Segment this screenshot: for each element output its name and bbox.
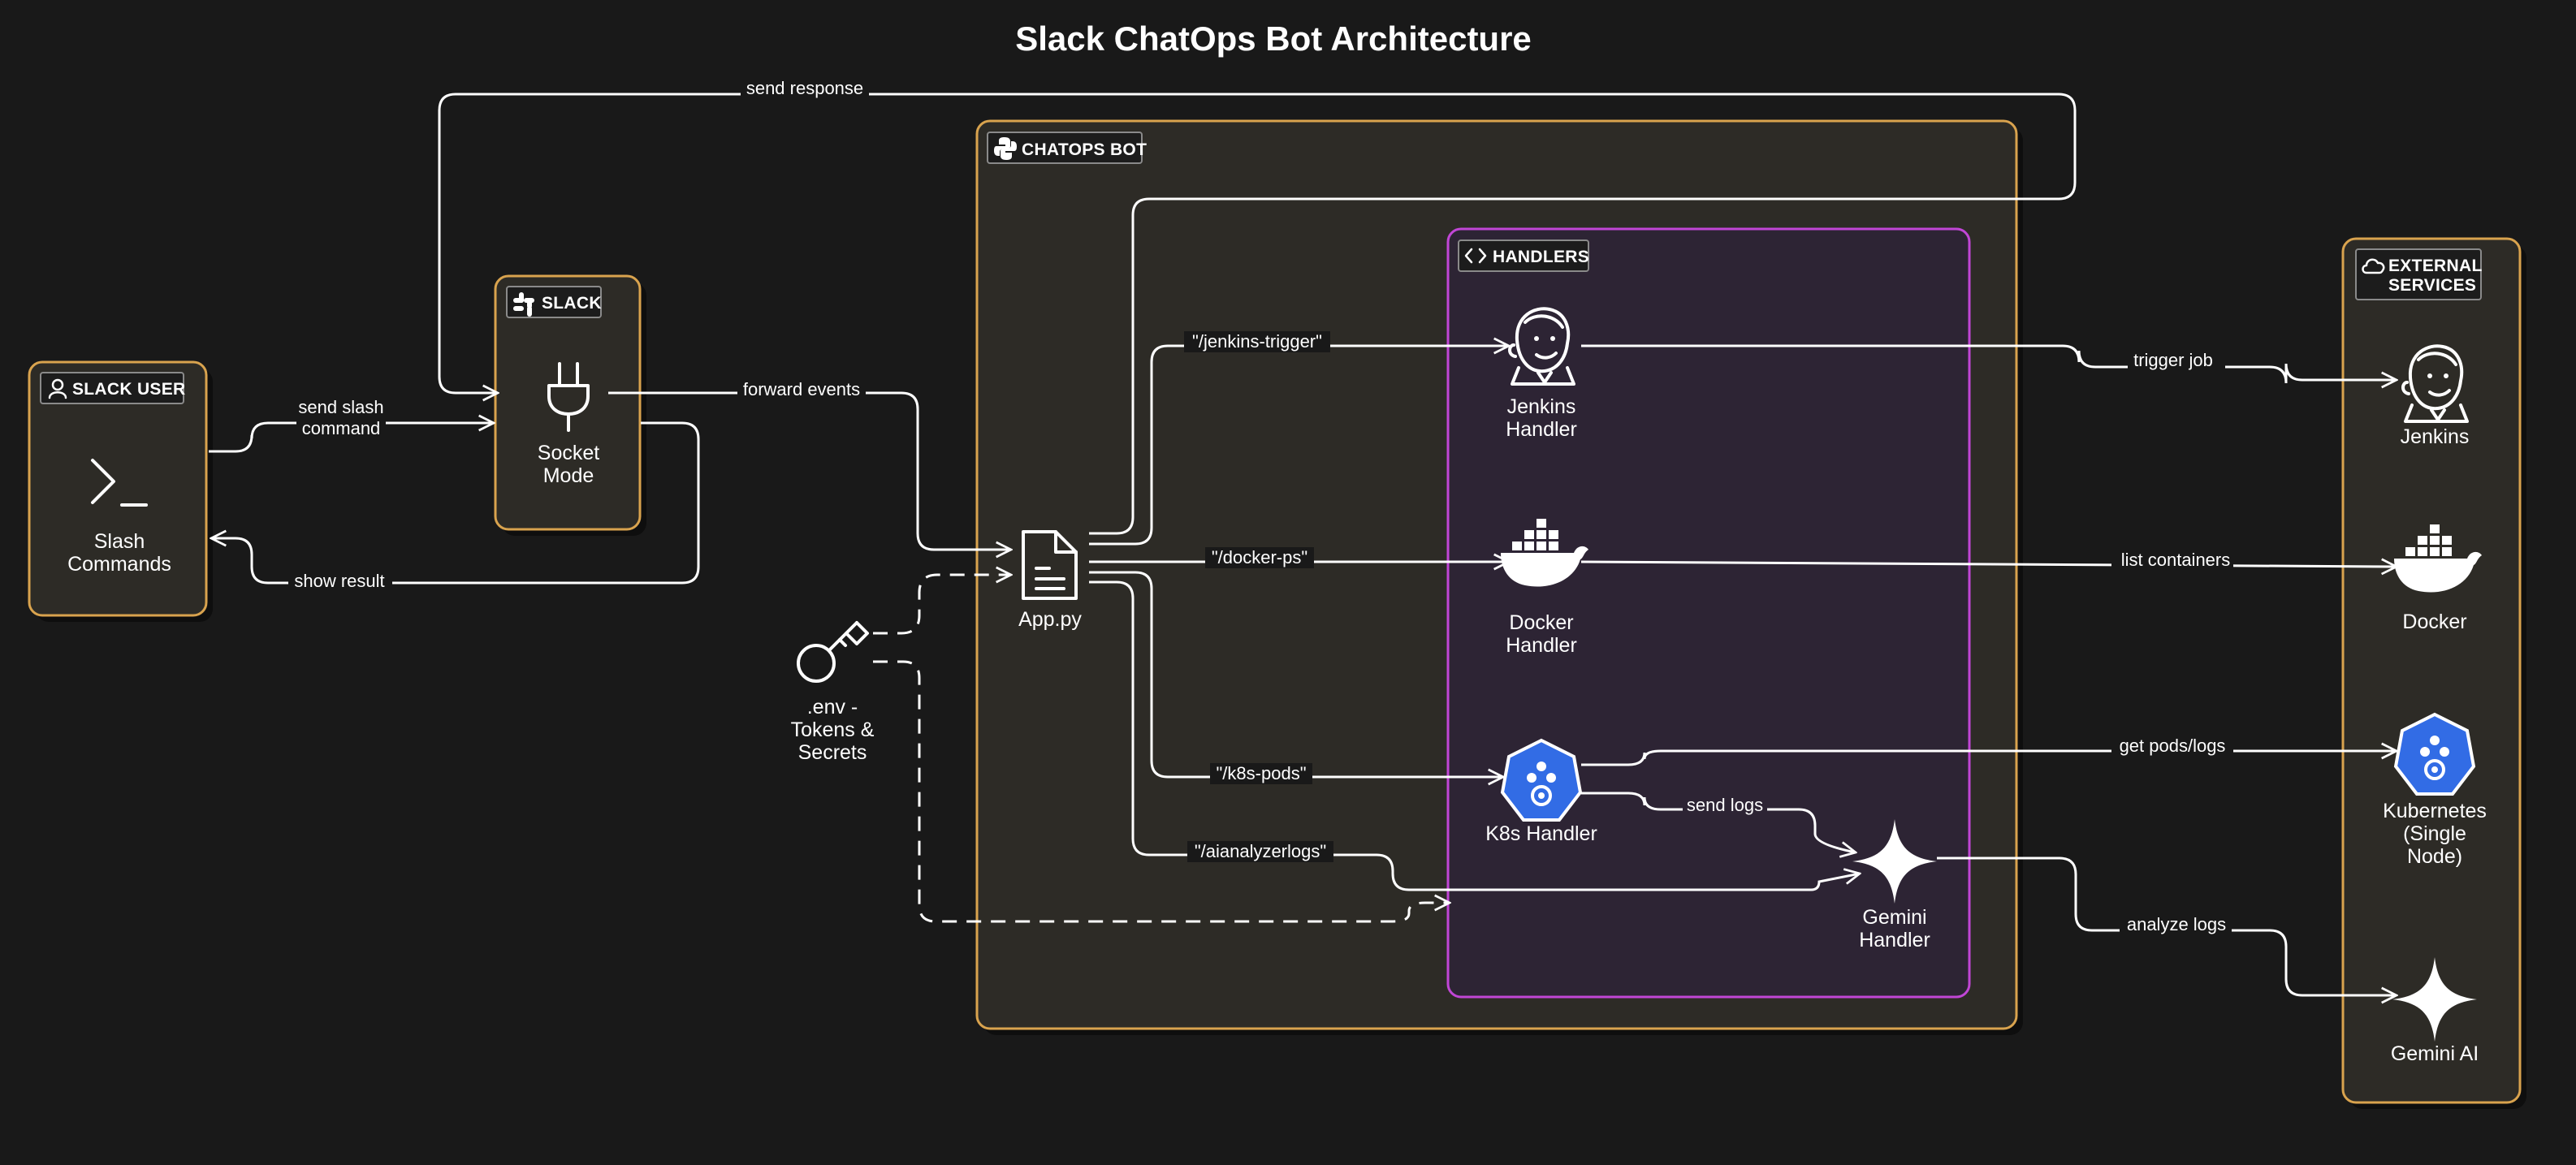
cloud-icon (2362, 258, 2385, 274)
cluster-slack: SLACK (494, 274, 646, 536)
edge-label-send-response: send response (746, 78, 863, 98)
node-docker-handler[interactable]: Docker Handler (1501, 519, 1588, 657)
node-label-app-py: App.py (1018, 608, 1082, 631)
docker-icon (1501, 519, 1588, 587)
edge-label-forward-events: forward events (743, 379, 860, 399)
edge-label-trigger-job: trigger job (2133, 350, 2213, 370)
node-gemini-ai[interactable]: Gemini AI (2391, 957, 2479, 1065)
cluster-handlers: HANDLERS (1446, 227, 1971, 999)
edge-label-aianalyzerlogs: "/aianalyzerlogs" (1195, 841, 1326, 861)
cluster-label-external-services-2: SERVICES (2388, 276, 2476, 295)
node-gemini-handler[interactable]: Gemini Handler (1852, 819, 1937, 951)
node-label-jenkins: Jenkins (2401, 425, 2470, 448)
node-label-jenkins-handler: Jenkins (1507, 395, 1576, 418)
edge-send-response (438, 93, 2077, 535)
code-icon (1464, 248, 1487, 264)
cluster-slack-user: SLACK USER (28, 360, 213, 622)
node-docker[interactable]: Docker (2394, 524, 2482, 633)
edge-label-get-pods-logs: get pods/logs (2120, 736, 2226, 756)
cluster-label-external-services: EXTERNAL (2388, 257, 2483, 275)
gemini-icon (1852, 819, 1937, 904)
node-label-slash-commands-2: Commands (67, 553, 171, 576)
node-label-docker-handler: Docker (1509, 611, 1573, 634)
edge-label-list-containers: list containers (2121, 550, 2231, 570)
edge-env-to-app (873, 575, 1011, 635)
terminal-icon (91, 459, 148, 507)
edge-send-slash-command (209, 423, 494, 453)
node-k8s-handler[interactable]: K8s Handler (1485, 738, 1597, 845)
cluster-label-slack-user: SLACK USER (72, 380, 186, 399)
user-icon (48, 378, 67, 399)
python-icon (994, 137, 1017, 160)
node-label-docker-handler-2: Handler (1506, 634, 1577, 657)
edge-label-k8s-pods: "/k8s-pods" (1217, 763, 1307, 783)
edge-labels: send slash command show result forward e… (288, 78, 2233, 937)
key-icon (797, 621, 869, 683)
edge-forward-events (608, 391, 1011, 550)
node-label-gemini-handler-2: Handler (1859, 929, 1930, 951)
node-label-socket-mode: Socket (538, 442, 599, 464)
gemini-icon (2392, 957, 2477, 1042)
node-label-slash-commands: Slash (94, 530, 145, 553)
edge-label-docker-ps: "/docker-ps" (1212, 547, 1307, 567)
cluster-external-services: EXTERNAL SERVICES (2341, 237, 2526, 1109)
node-label-socket-mode-2: Mode (543, 464, 594, 487)
node-label-gemini-handler: Gemini (1862, 906, 1926, 929)
edge-show-result (211, 421, 700, 585)
cluster-label-slack: SLACK (542, 294, 602, 313)
slack-icon (513, 292, 534, 317)
node-slash-commands[interactable]: Slash Commands (67, 459, 171, 576)
diagram-title: Slack ChatOps Bot Architecture (1015, 19, 1532, 58)
edge-send-logs (1581, 792, 1856, 852)
edge-env-to-gemini (873, 660, 1450, 923)
node-socket-mode[interactable]: Socket Mode (538, 362, 599, 487)
jenkins-icon (2401, 344, 2469, 423)
node-label-kubernetes: Kubernetes (2383, 800, 2487, 822)
node-label-jenkins-handler-2: Handler (1506, 418, 1577, 441)
node-label-env: .env - (807, 696, 858, 718)
cluster-label-handlers: HANDLERS (1493, 248, 1589, 266)
edge-label-jenkins-trigger: "/jenkins-trigger" (1192, 331, 1322, 352)
docker-icon (2394, 524, 2482, 593)
document-icon (1022, 530, 1078, 600)
edge-label-analyze-logs: analyze logs (2127, 914, 2226, 934)
edge-k8s-pods (1089, 571, 1503, 777)
node-env[interactable]: .env - Tokens & Secrets (791, 621, 875, 764)
jenkins-icon (1508, 307, 1575, 386)
edge-label-send-slash-command: send slash (298, 397, 383, 417)
node-jenkins-handler[interactable]: Jenkins Handler (1506, 307, 1577, 441)
cluster-label-chatops-bot: CHATOPS BOT (1022, 140, 1147, 159)
edge-label-send-slash-command-2: command (302, 418, 381, 438)
node-label-env-2: Tokens & (791, 718, 875, 741)
plug-icon (547, 362, 590, 432)
kubernetes-icon (2393, 712, 2476, 796)
node-label-docker: Docker (2402, 611, 2466, 633)
node-label-kubernetes-2: (Single (2403, 822, 2466, 845)
node-label-kubernetes-3: Node) (2407, 845, 2462, 868)
node-label-gemini-ai: Gemini AI (2391, 1042, 2479, 1065)
node-label-k8s-handler: K8s Handler (1485, 822, 1597, 845)
node-label-env-3: Secrets (798, 741, 867, 764)
edge-list-containers (1580, 562, 2397, 567)
edge-aianalyzerlogs (1089, 580, 1860, 891)
node-kubernetes[interactable]: Kubernetes (Single Node) (2383, 712, 2487, 868)
edge-get-pods-logs (1581, 751, 2397, 766)
node-app-py[interactable]: App.py (1018, 530, 1082, 631)
edge-jenkins-trigger (1089, 346, 1509, 546)
node-jenkins[interactable]: Jenkins (2401, 344, 2470, 448)
kubernetes-icon (1500, 738, 1583, 822)
edge-label-send-logs: send logs (1687, 795, 1763, 815)
edge-label-show-result: show result (294, 571, 384, 591)
